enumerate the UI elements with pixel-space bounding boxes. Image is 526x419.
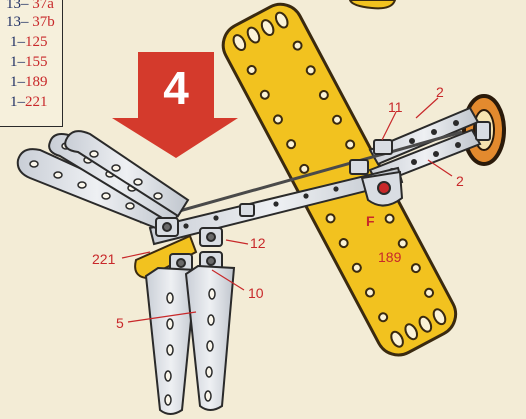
callout-F: F [366,213,375,229]
step-arrow: 4 [112,52,238,158]
callout-12: 12 [250,235,266,251]
crank-bracket [362,172,402,206]
callout-189: 189 [378,249,402,265]
callout-11: 11 [388,99,403,115]
callout-2-lower: 2 [456,173,464,189]
strips-5 [146,266,234,414]
step-number: 4 [163,62,189,114]
callout-5: 5 [116,315,124,331]
callout-10: 10 [248,285,264,301]
yellow-part-top-edge [350,0,395,8]
callout-2-upper: 2 [436,84,444,100]
callout-221: 221 [92,251,116,267]
